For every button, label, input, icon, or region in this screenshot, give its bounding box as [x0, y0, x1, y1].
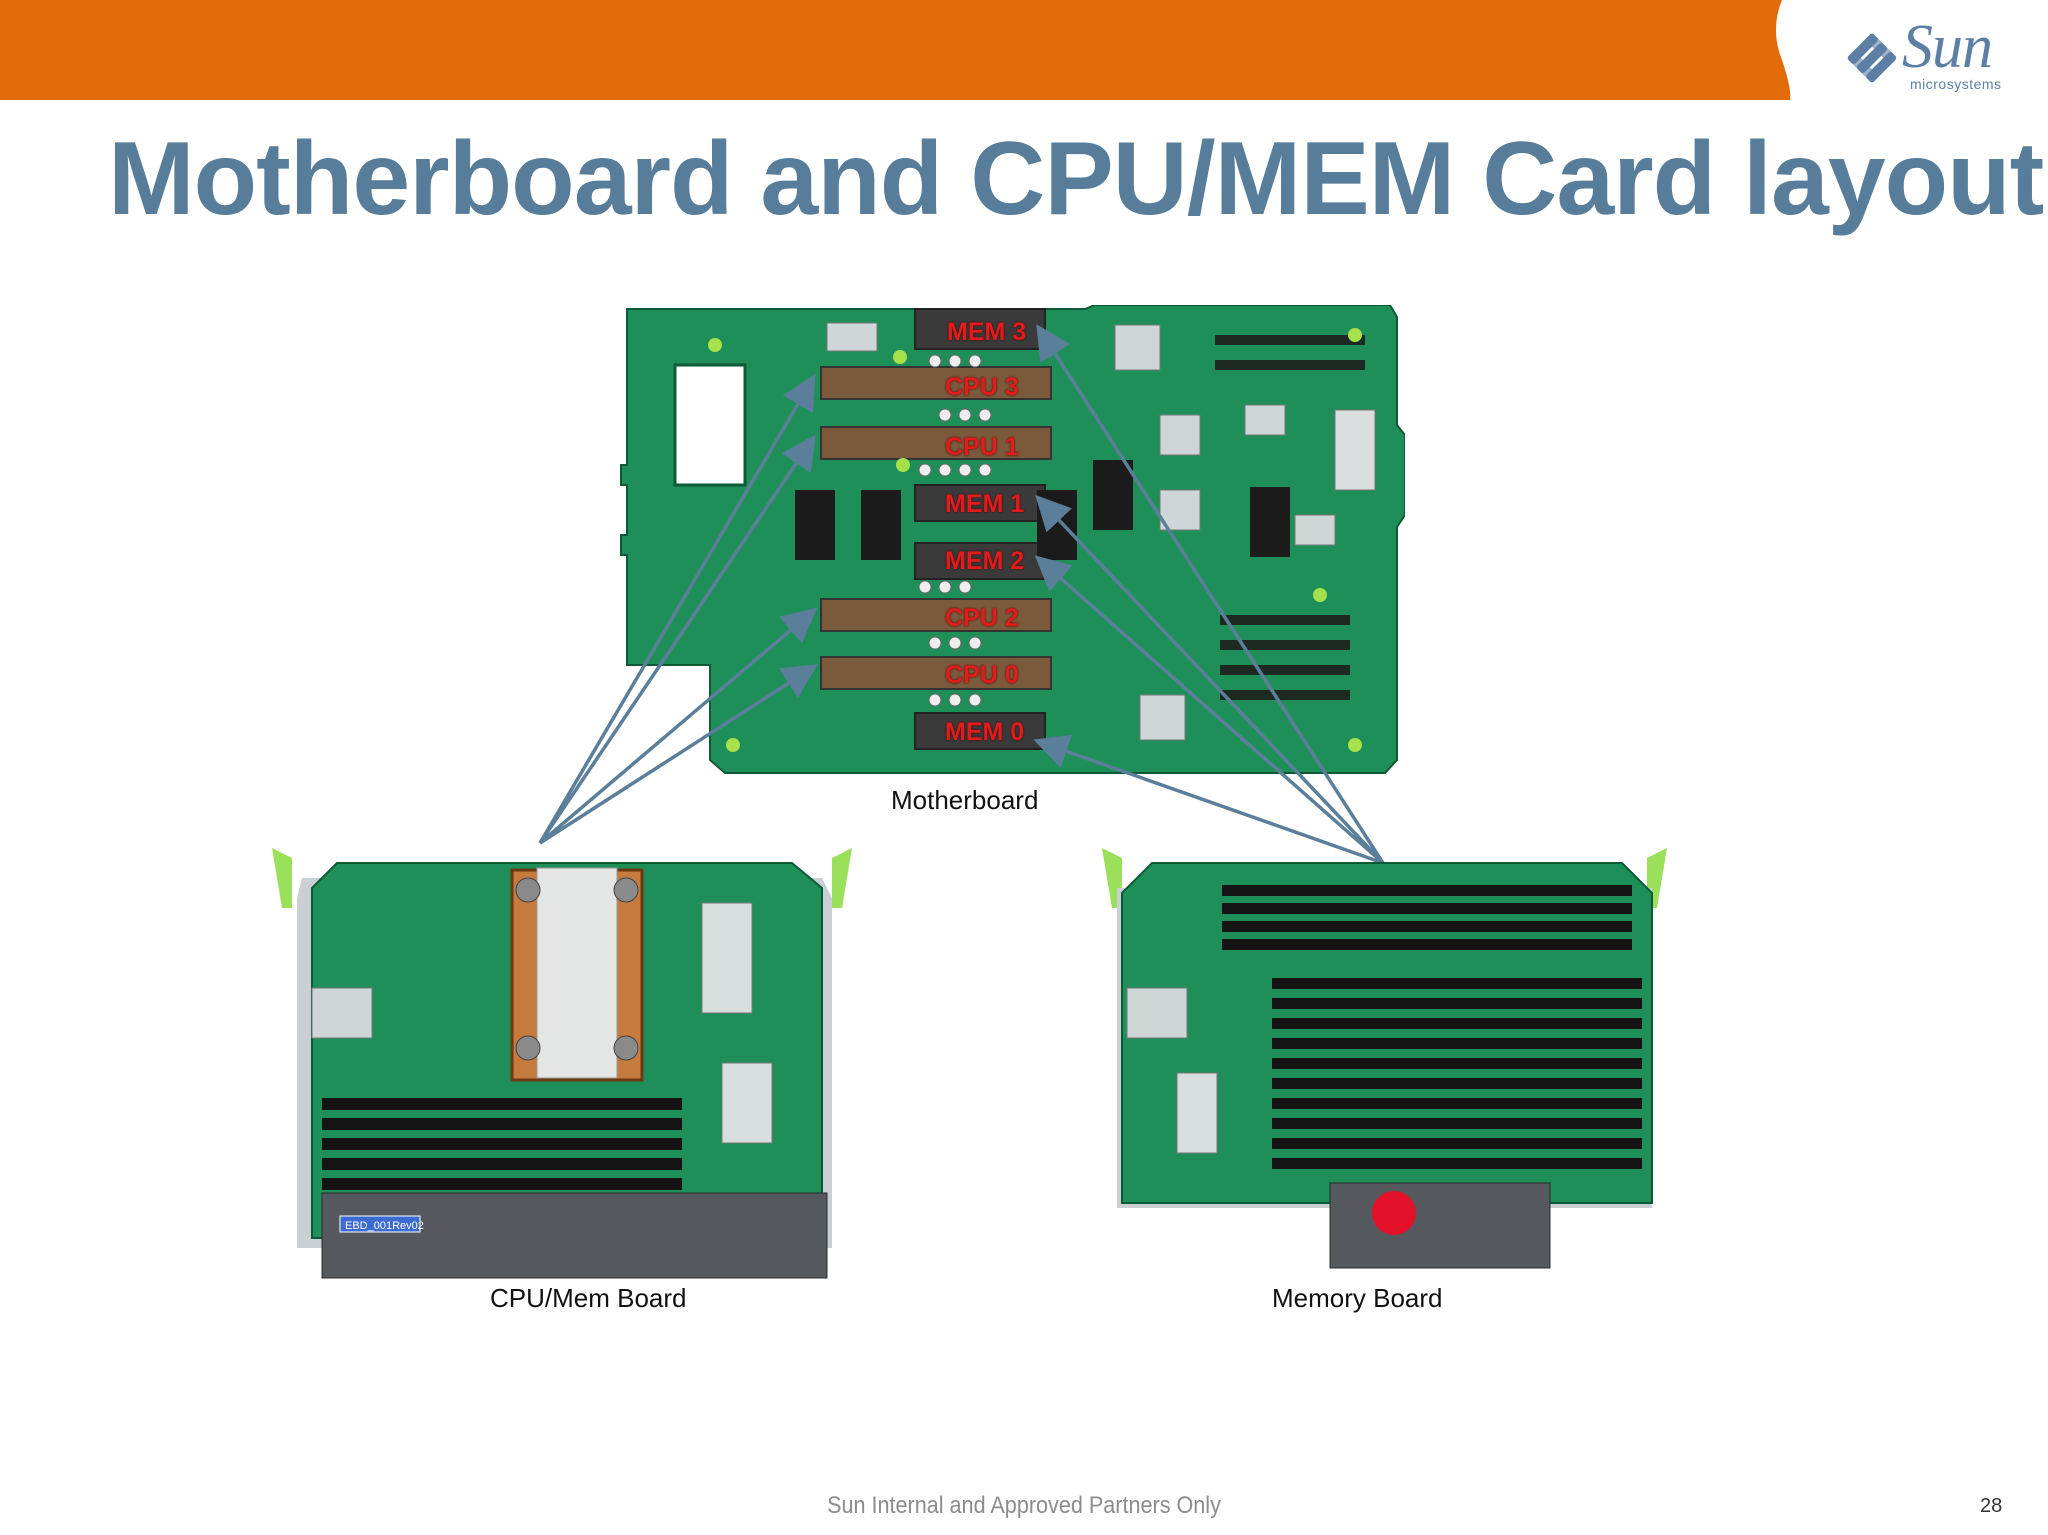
memory-board-image	[1102, 848, 1667, 1269]
board-revision-label: EBD_001Rev02	[345, 1220, 424, 1232]
slot-label-mem2: MEM 2	[945, 547, 1025, 575]
slot-label-mem0: MEM 0	[945, 718, 1025, 746]
logo-wordmark: Sun	[1902, 13, 1993, 81]
page-number: 28	[1980, 1495, 2003, 1517]
slot-label-mem1: MEM 1	[945, 490, 1025, 518]
motherboard-image	[620, 305, 1405, 774]
slide-title: Motherboard and CPU/MEM Card layout	[108, 121, 2044, 237]
header-banner	[0, 0, 1791, 100]
sun-logo-icon	[1847, 33, 1897, 83]
slot-label-cpu3: CPU 3	[945, 373, 1019, 401]
slot-label-cpu1: CPU 1	[945, 433, 1019, 461]
memory-board-caption: Memory Board	[1272, 1283, 1443, 1313]
slot-label-cpu0: CPU 0	[945, 661, 1019, 689]
cpu-mem-board-caption: CPU/Mem Board	[490, 1283, 687, 1313]
motherboard-caption: Motherboard	[891, 785, 1039, 815]
cpu-mem-board-image: EBD_001Rev02	[272, 848, 852, 1279]
slot-label-mem3: MEM 3	[947, 318, 1027, 346]
sun-logo: Sun microsystems	[1840, 13, 2010, 98]
logo-subtitle: microsystems	[1910, 76, 2002, 92]
slot-label-cpu2: CPU 2	[945, 604, 1019, 632]
footer-confidentiality: Sun Internal and Approved Partners Only	[827, 1492, 1221, 1519]
